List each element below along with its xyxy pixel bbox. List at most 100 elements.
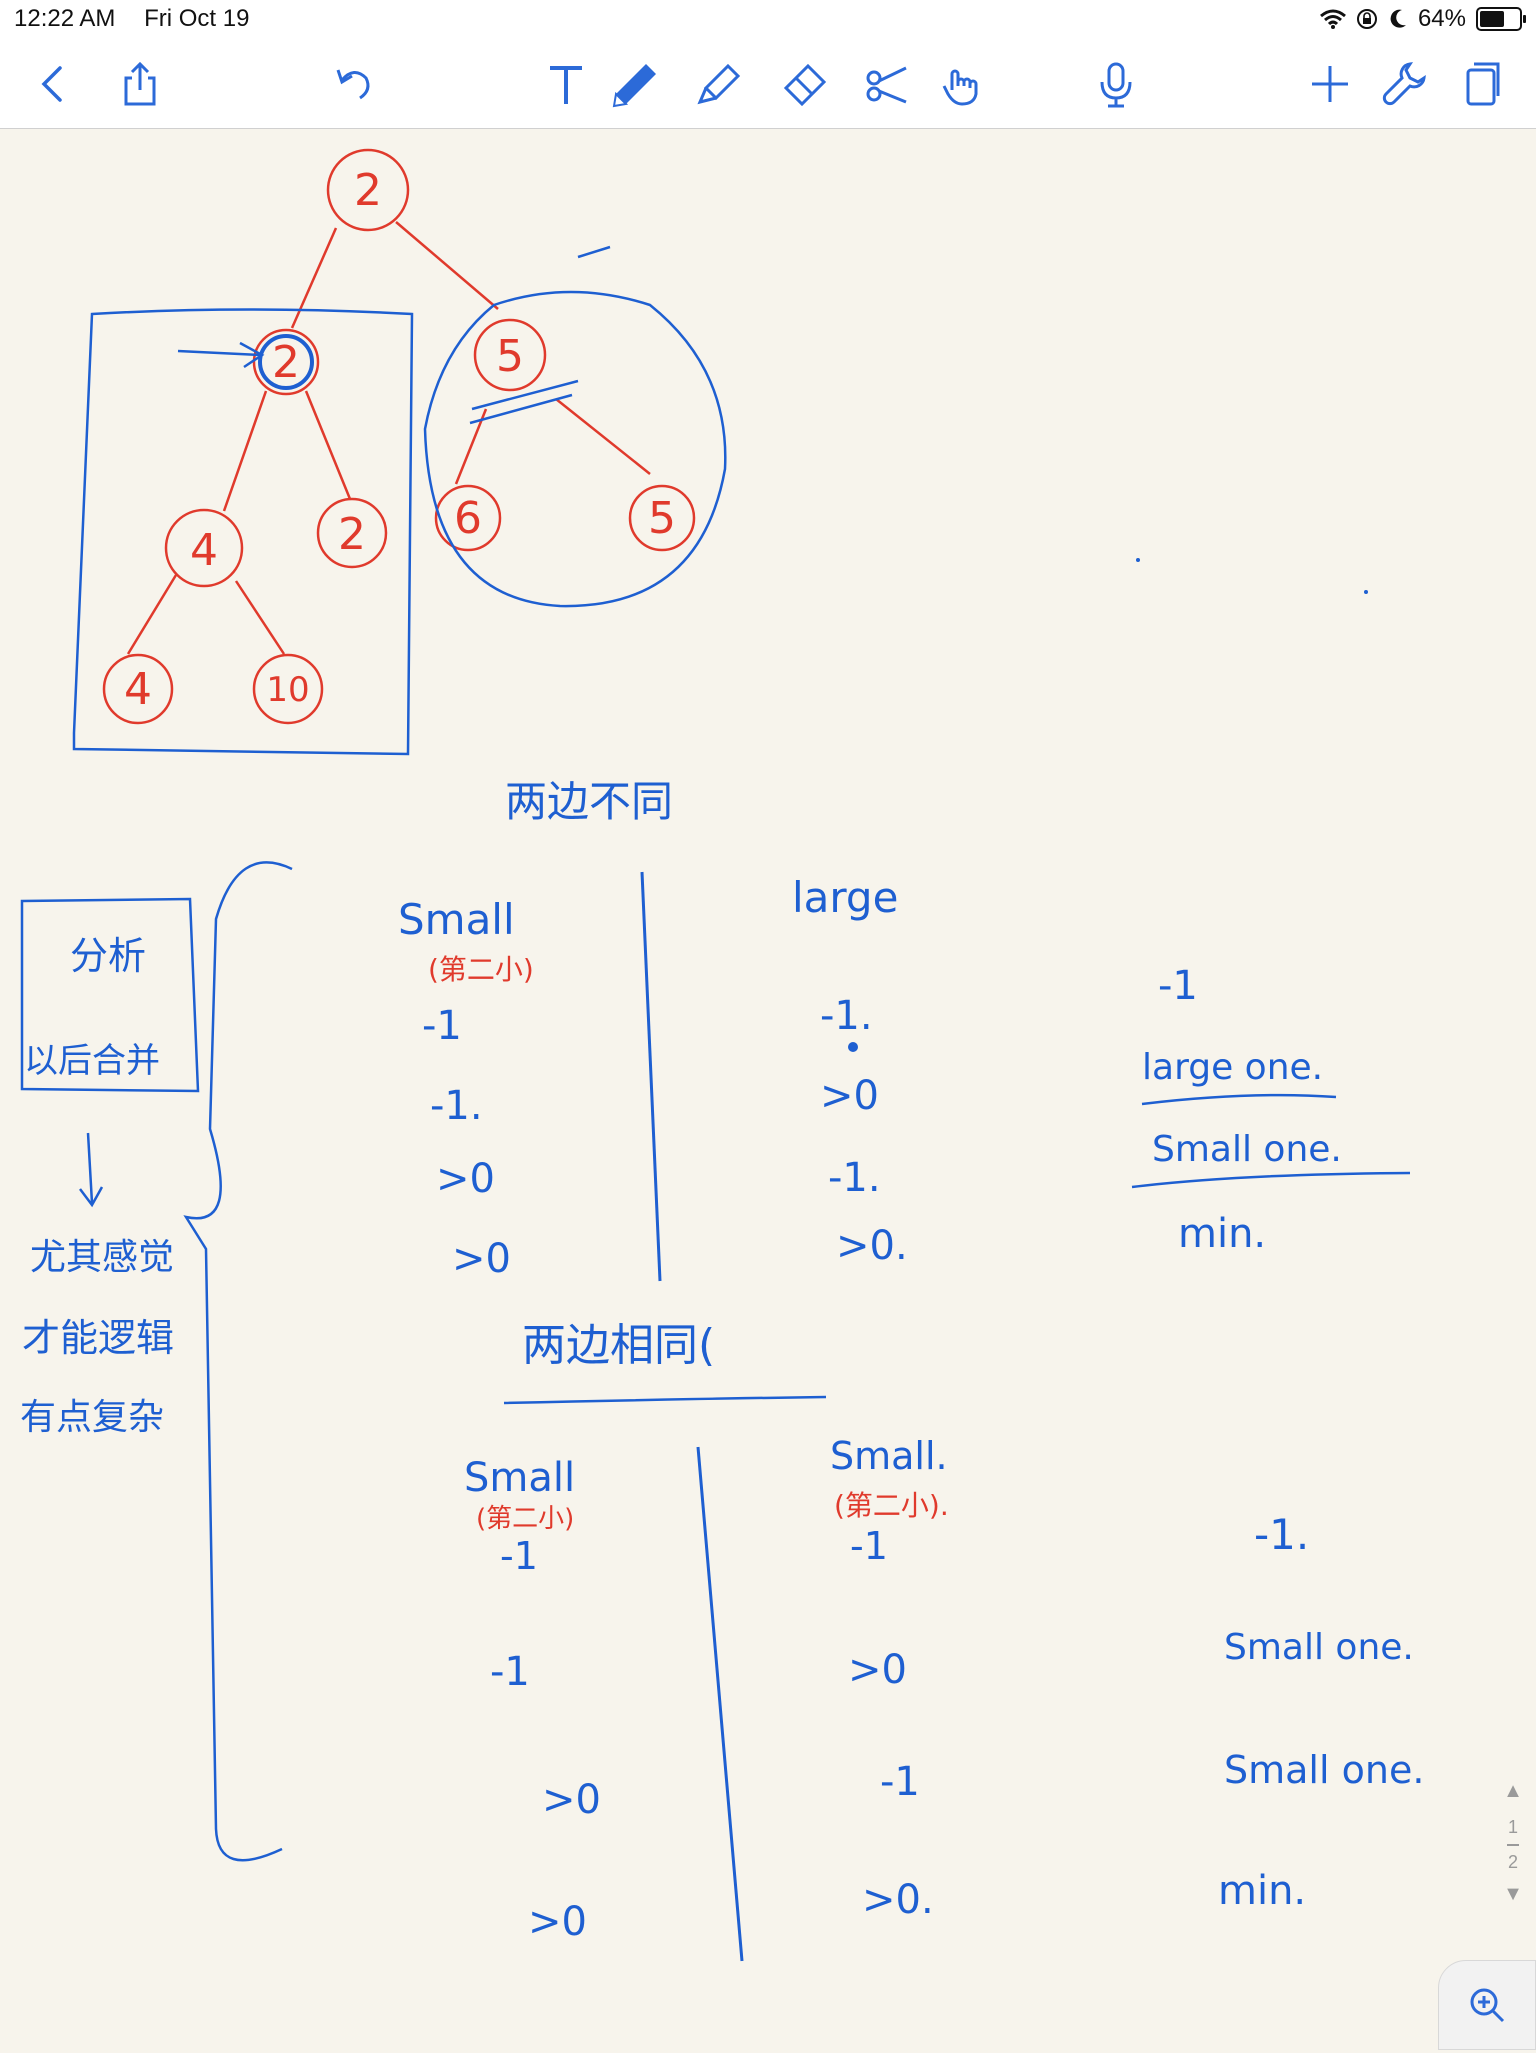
tree-edge	[304, 390, 352, 500]
hand-tool-button[interactable]	[934, 54, 990, 114]
cross-out-strokes	[469, 379, 579, 425]
tree-node-right-right	[628, 484, 696, 552]
moon-icon	[1390, 9, 1406, 28]
hand-tool-icon	[942, 69, 978, 106]
battery-percent: 64%	[1417, 5, 1466, 32]
highlight-circle	[258, 334, 314, 390]
section1-col1-value: -1	[422, 1003, 462, 1049]
tree-node-llr	[252, 653, 324, 725]
battery-icon	[1476, 7, 1526, 31]
ink-dot	[848, 1042, 858, 1052]
undo-icon	[336, 69, 370, 100]
highlighter-tool-button[interactable]	[690, 54, 746, 114]
section2-title: 两边相同(	[522, 1320, 715, 1371]
side-note-extra: 才能逻辑	[22, 1316, 174, 1360]
section2-result: min.	[1218, 1868, 1306, 1914]
back-icon	[41, 66, 62, 102]
text-tool-button[interactable]	[538, 54, 594, 114]
section2-col1-value: -1	[490, 1649, 530, 1695]
status-time: 12:22 AM	[14, 5, 116, 32]
text-tool-icon	[550, 66, 582, 104]
tree-edge	[454, 408, 488, 485]
section2-result: Small one.	[1224, 1627, 1414, 1668]
section2-result: Small one.	[1224, 1748, 1424, 1792]
microphone-button[interactable]	[1088, 54, 1144, 114]
battery-fill	[1480, 11, 1505, 27]
lasso-tool-icon	[866, 66, 907, 104]
page-down-icon[interactable]: ▼	[1503, 1883, 1523, 1905]
undo-button[interactable]	[326, 54, 382, 114]
total-pages: 2	[1507, 1852, 1518, 1872]
zoom-button[interactable]	[1438, 1960, 1536, 2050]
zoom-in-icon	[1470, 1988, 1505, 2023]
tree-node-left-left	[164, 508, 244, 588]
tree-edge	[222, 390, 268, 512]
section1-col1-header: Small	[398, 895, 515, 944]
column-divider	[640, 871, 662, 1282]
underline	[1131, 1171, 1411, 1189]
section1-col1-sub: (第二小)	[428, 953, 534, 986]
underline	[1141, 1093, 1337, 1106]
back-button[interactable]	[26, 54, 82, 114]
section1-result: -1	[1158, 963, 1198, 1009]
orientation-lock-icon	[1356, 9, 1377, 29]
microphone-icon	[1100, 62, 1132, 108]
side-note-box	[20, 897, 200, 1093]
node-label: 5	[496, 331, 524, 382]
settings-wrench-icon	[1382, 62, 1426, 106]
side-brace	[183, 861, 293, 1862]
node-label: 2	[272, 337, 300, 388]
node-label: 6	[454, 493, 482, 544]
section1-col2-value: >0.	[836, 1223, 908, 1269]
tree-edge	[395, 221, 499, 310]
section1-col2-value: -1.	[828, 1155, 881, 1201]
tree-edge	[126, 574, 178, 655]
section2-col2-value: -1	[880, 1759, 920, 1805]
left-subtree-box	[72, 308, 414, 756]
title-underline	[503, 1395, 827, 1405]
tree-node-lll	[102, 653, 174, 725]
note-canvas[interactable]: 2 2 5 4 2 6 5 4 10 两边不同 Small (第二小) -1 -…	[0, 129, 1536, 2048]
section2-col1-value: >0	[542, 1777, 601, 1823]
handwriting-layer: 2 2 5 4 2 6 5 4 10 两边不同 Small (第二小) -1 -…	[20, 148, 1424, 1962]
section2-col2-sub: (第二小).	[834, 1489, 949, 1522]
status-date: Fri Oct 19	[144, 5, 250, 32]
ink-dot	[1364, 590, 1368, 594]
add-button[interactable]	[1302, 54, 1358, 114]
section2-col2-header: Small.	[830, 1434, 948, 1478]
ink-dot	[1136, 558, 1140, 562]
share-icon	[124, 61, 156, 106]
node-label: 5	[648, 493, 676, 544]
section2-col1-header: Small	[464, 1455, 575, 1501]
page-indicator[interactable]: ▲ 1 2 ▼	[1498, 1780, 1528, 1905]
section1-col1-value: >0	[452, 1236, 511, 1282]
settings-button[interactable]	[1376, 54, 1432, 114]
tree-edge	[555, 398, 651, 475]
node-label: 2	[354, 165, 382, 216]
tree-node-right	[473, 318, 547, 392]
section2-result: -1.	[1254, 1510, 1309, 1559]
right-subtree-circle	[423, 290, 727, 608]
toolbar	[0, 40, 1536, 129]
eraser-tool-icon	[783, 63, 827, 107]
highlighter-tool-icon	[697, 63, 741, 105]
eraser-tool-button[interactable]	[776, 54, 832, 114]
lasso-tool-button[interactable]	[858, 54, 914, 114]
section1-col1-value: >0	[436, 1156, 495, 1202]
section1-result: Small one.	[1152, 1129, 1342, 1170]
pages-button[interactable]	[1454, 54, 1510, 114]
pen-tool-icon	[612, 64, 656, 108]
section2-col2-value: -1	[850, 1524, 888, 1568]
share-button[interactable]	[112, 54, 168, 114]
page-up-icon[interactable]: ▲	[1503, 1780, 1523, 1802]
pen-tool-button[interactable]	[606, 54, 662, 114]
page-divider	[1507, 1844, 1519, 1846]
side-note-extra: 有点复杂	[20, 1397, 164, 1438]
section1-result: min.	[1178, 1211, 1266, 1257]
column-divider	[696, 1446, 744, 1962]
down-arrow	[79, 1132, 104, 1208]
section2-col1-sub: (第二小)	[476, 1504, 574, 1534]
tree-node-root	[326, 148, 410, 232]
section1-col2-value: >0	[820, 1073, 879, 1119]
side-note-line: 以后合并	[24, 1041, 160, 1081]
